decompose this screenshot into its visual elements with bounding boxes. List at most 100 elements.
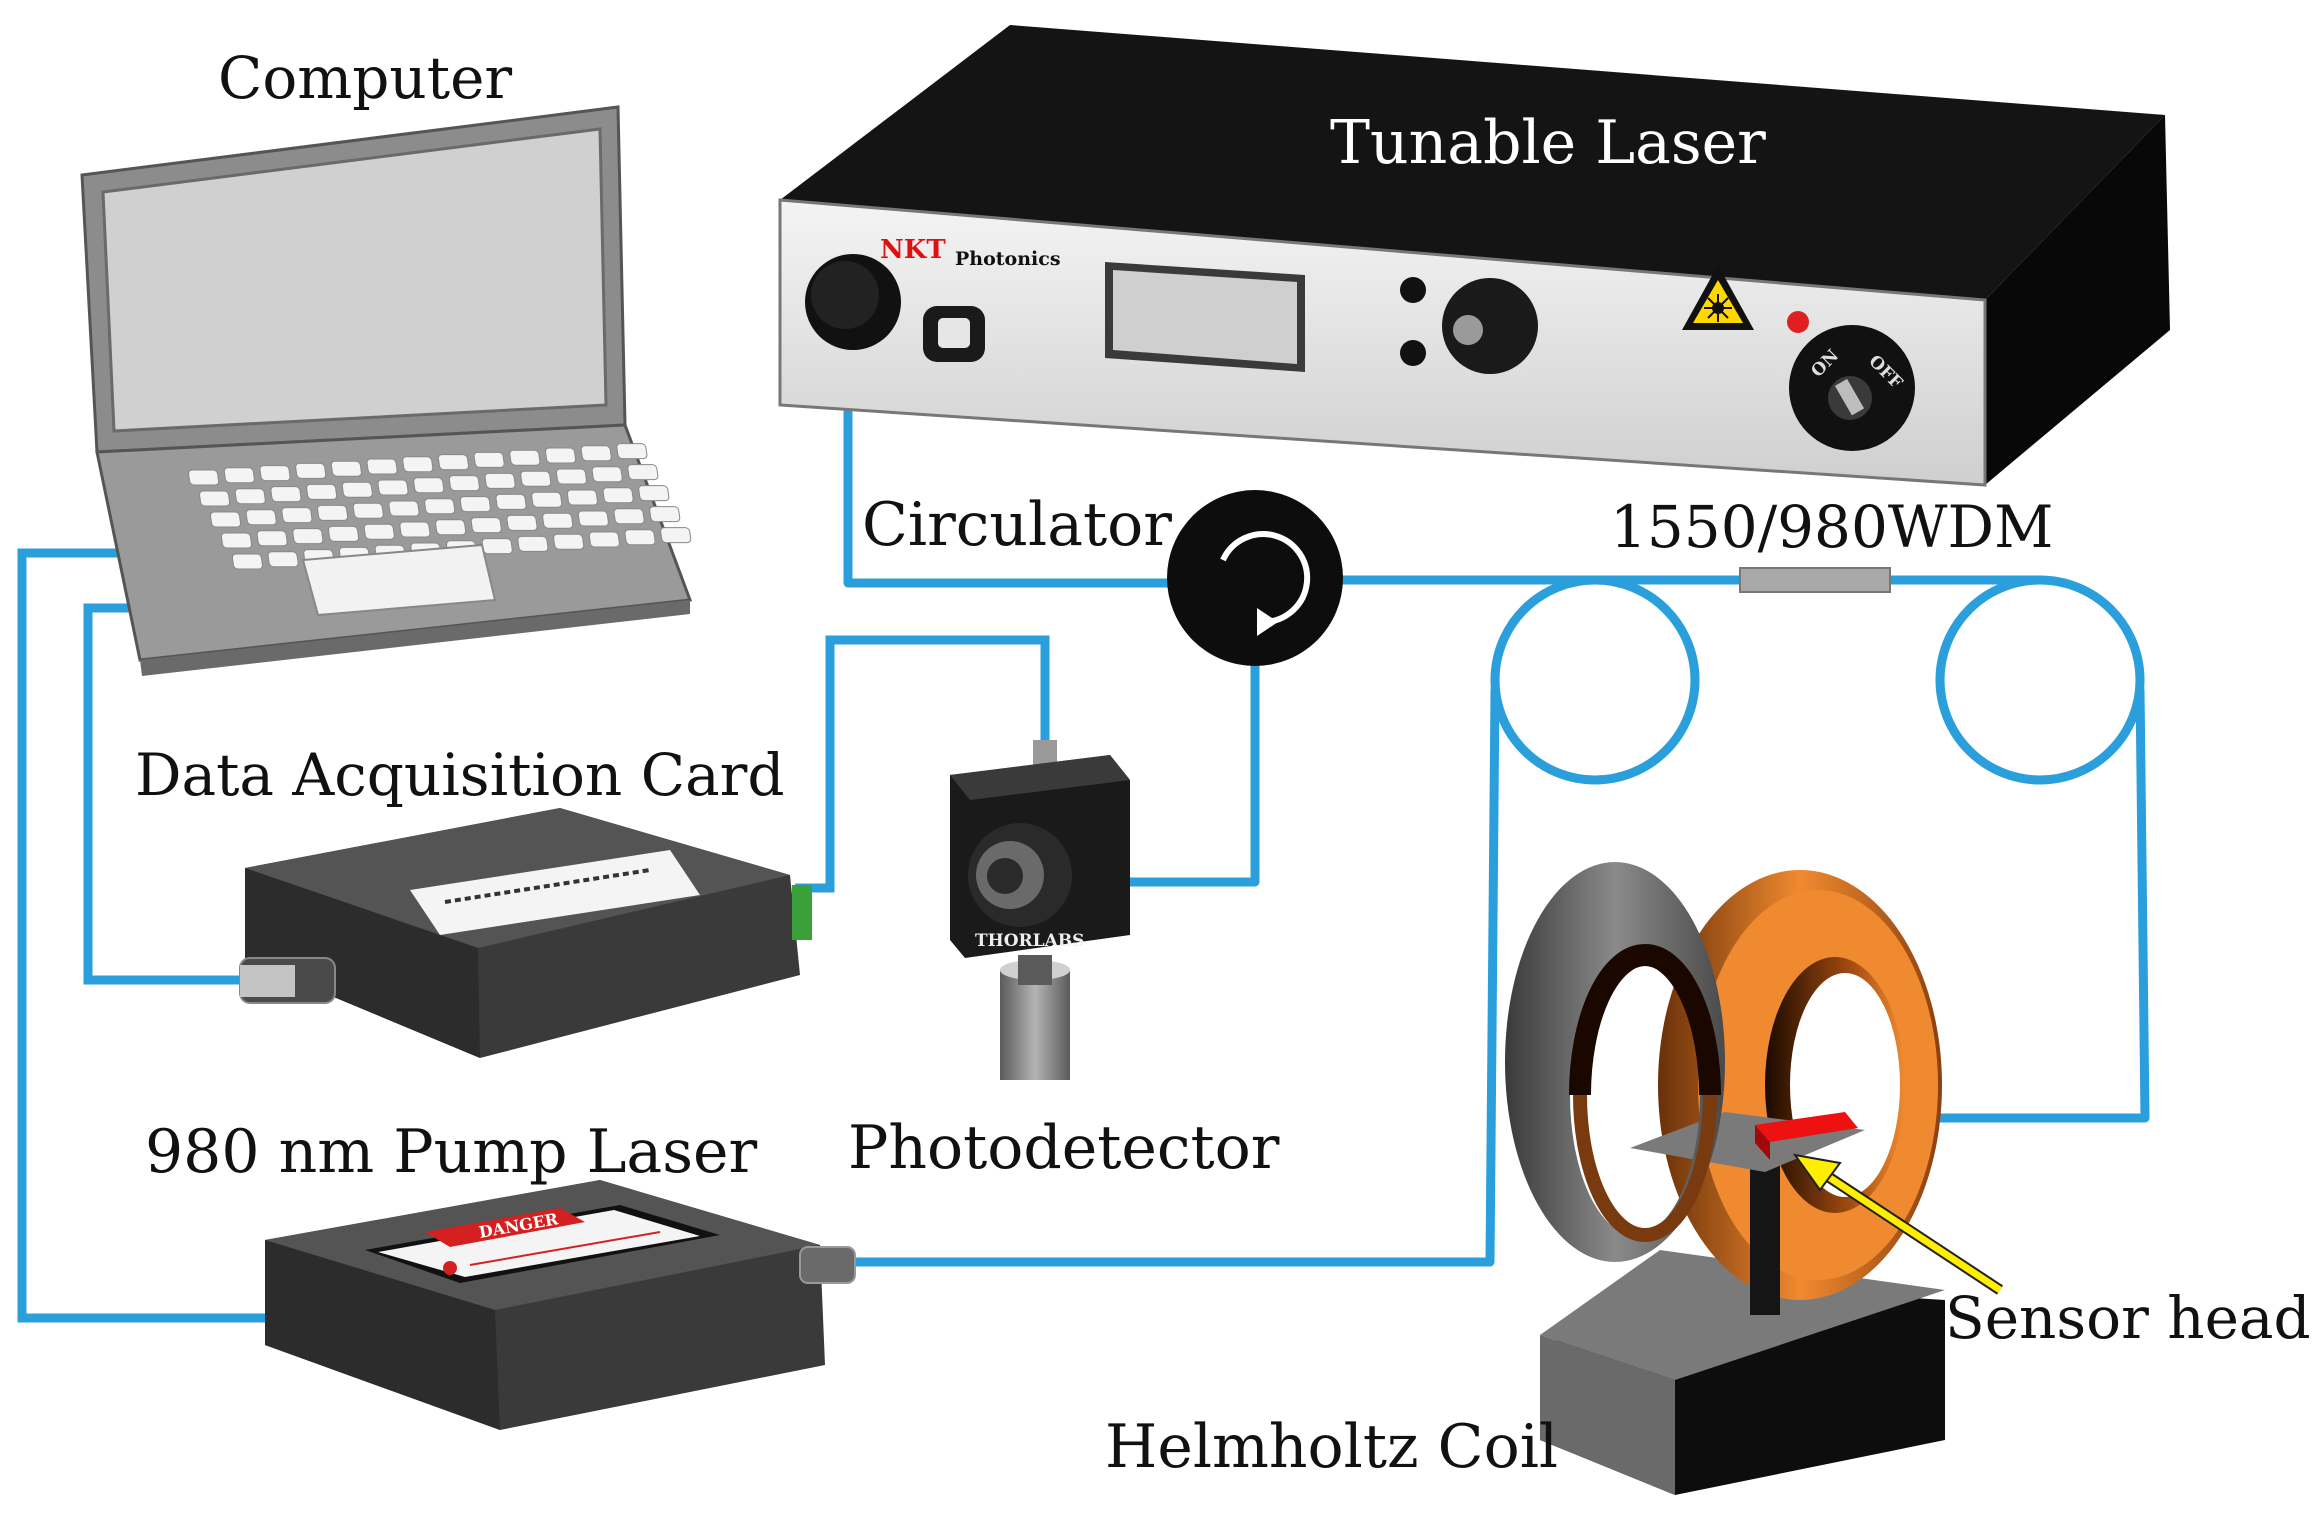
- keyboard-key: [448, 475, 480, 492]
- keyboard-key: [281, 507, 313, 524]
- label-tunable-laser: Tunable Laser: [1330, 108, 1766, 178]
- keyboard-key: [363, 523, 395, 540]
- circulator-device: [1167, 490, 1343, 666]
- laser-indicator-bottom: [1400, 340, 1426, 366]
- keyboard-key: [588, 531, 620, 548]
- tunable-laser-device: NKT Photonics ON OFF: [778, 25, 2170, 487]
- keyboard-key: [234, 488, 266, 505]
- keyboard-key: [341, 481, 373, 498]
- laptop-computer: [80, 105, 693, 676]
- keyboard-key: [649, 506, 681, 523]
- keyboard-key: [506, 514, 538, 531]
- keyboard-key: [459, 496, 491, 513]
- fiber-laser-to-circulator: [843, 330, 1175, 588]
- keyboard-key: [553, 533, 585, 550]
- label-wdm: 1550/980WDM: [1610, 493, 2053, 561]
- keyboard-key: [509, 449, 541, 466]
- laser-indicator-top: [1400, 277, 1426, 303]
- label-computer: Computer: [218, 44, 512, 112]
- laser-tuning-knob: [1442, 278, 1538, 374]
- laptop-touchpad: [301, 543, 497, 617]
- keyboard-key: [245, 509, 277, 526]
- sensor-head-marker: [1755, 1112, 1858, 1142]
- keyboard-key: [402, 456, 434, 473]
- laser-top: [780, 25, 2165, 300]
- keyboard-key: [377, 479, 409, 496]
- keyboard-key: [566, 489, 598, 506]
- photodetector-device: THORLABS: [950, 740, 1130, 1080]
- circulator-body: [1167, 490, 1343, 666]
- keyboard-key: [577, 510, 609, 527]
- keyboard-key: [366, 458, 398, 475]
- label-pump-laser: 980 nm Pump Laser: [145, 1117, 758, 1187]
- laser-warning-icon: [1682, 265, 1754, 330]
- pd-post: [1000, 970, 1070, 1080]
- keyboard-key: [555, 468, 588, 485]
- daq-label-sticker: [410, 850, 700, 935]
- keyboard-key: [388, 500, 420, 517]
- pump-output-port: [799, 1246, 856, 1284]
- keyboard-key: [484, 472, 516, 489]
- laptop-screen: [101, 127, 608, 433]
- keyboard-key: [399, 521, 431, 538]
- keyboard-key: [223, 467, 255, 484]
- keyboard-key: [292, 528, 324, 545]
- keyboard-key: [256, 530, 288, 547]
- keyboard-key: [616, 443, 648, 460]
- keyboard-key: [638, 485, 670, 502]
- keyboard-key: [413, 477, 445, 494]
- wdm-coupler: [1739, 567, 1891, 593]
- fiber-loop-to-pump: [845, 685, 1500, 1267]
- keyboard-key: [481, 538, 513, 555]
- keyboard-key: [470, 517, 502, 534]
- laptop-keyboard: [188, 443, 692, 570]
- keyboard-key: [220, 532, 252, 549]
- keyboard-key: [495, 493, 527, 510]
- keyboard-key: [267, 551, 299, 568]
- keyboard-key: [542, 512, 574, 529]
- keyboard-key: [624, 529, 656, 546]
- daq-terminal: [792, 885, 812, 940]
- keyboard-key: [306, 483, 338, 500]
- keyboard-key: [591, 466, 623, 483]
- cable-computer-to-pump: [17, 548, 330, 1323]
- keyboard-key: [188, 469, 220, 486]
- label-sensor-head: Sensor head: [1945, 1284, 2311, 1352]
- keyboard-key: [209, 511, 242, 528]
- keyboard-key: [627, 464, 659, 481]
- keyboard-key: [580, 445, 612, 462]
- keyboard-key: [520, 470, 552, 487]
- label-helmholtz-coil: Helmholtz Coil: [1105, 1412, 1558, 1482]
- pump-laser-device: DANGER: [265, 1180, 856, 1430]
- keyboard-key: [435, 519, 467, 536]
- keyboard-key: [295, 462, 327, 479]
- sensor-arrow-icon: [1792, 1153, 2004, 1295]
- keyboard-key: [231, 553, 263, 570]
- label-photodetector: Photodetector: [848, 1113, 1280, 1183]
- keyboard-key: [424, 498, 456, 515]
- keyboard-key: [199, 490, 231, 507]
- label-daq-card: Data Acquisition Card: [135, 741, 785, 809]
- circulator-arrow-icon: [1220, 531, 1311, 625]
- keyboard-key: [317, 504, 349, 521]
- keyboard-key: [660, 527, 692, 544]
- keyboard-key: [544, 447, 577, 464]
- keyboard-key: [270, 486, 302, 503]
- keyboard-key: [259, 465, 291, 482]
- cable-pd-to-daq: [795, 635, 1050, 893]
- keyboard-key: [613, 508, 645, 525]
- daq-card-device: [239, 808, 812, 1058]
- coil-gray: [1505, 862, 1725, 1262]
- fiber-loop-right: [1935, 575, 2145, 785]
- laser-front-panel: [778, 198, 1987, 487]
- fiber-loop-left: [1490, 575, 1700, 785]
- keyboard-key: [473, 451, 505, 468]
- keyboard-key: [330, 460, 362, 477]
- brand-nkt-text: NKT: [880, 235, 946, 265]
- label-circulator: Circulator: [862, 490, 1172, 560]
- keyboard-key: [531, 491, 563, 508]
- keyboard-key: [327, 525, 360, 542]
- keyboard-key: [602, 487, 634, 504]
- helmholtz-coil-device: [1505, 862, 2004, 1495]
